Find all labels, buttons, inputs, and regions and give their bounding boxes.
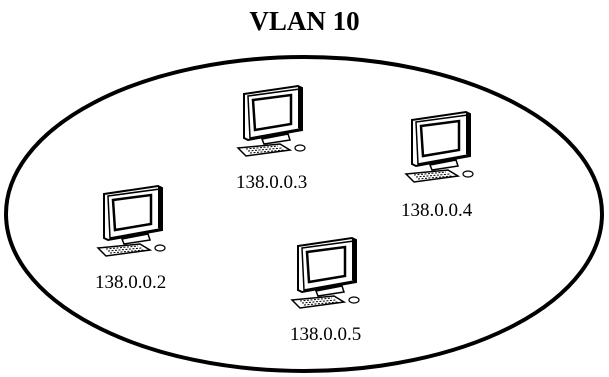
ip-label-138-0-0-4: 138.0.0.4 (401, 200, 473, 221)
ip-label-138-0-0-5: 138.0.0.5 (290, 324, 362, 345)
computer-icon-138-0-0-5 (290, 236, 361, 310)
computer-icon-138-0-0-4 (404, 110, 475, 184)
computer-icon-138-0-0-3 (236, 84, 307, 158)
ip-label-138-0-0-2: 138.0.0.2 (95, 272, 167, 293)
ip-label-138-0-0-3: 138.0.0.3 (236, 172, 308, 193)
computer-icon-138-0-0-2 (96, 184, 167, 258)
vlan-boundary (4, 55, 604, 373)
diagram-title: VLAN 10 (249, 6, 360, 36)
